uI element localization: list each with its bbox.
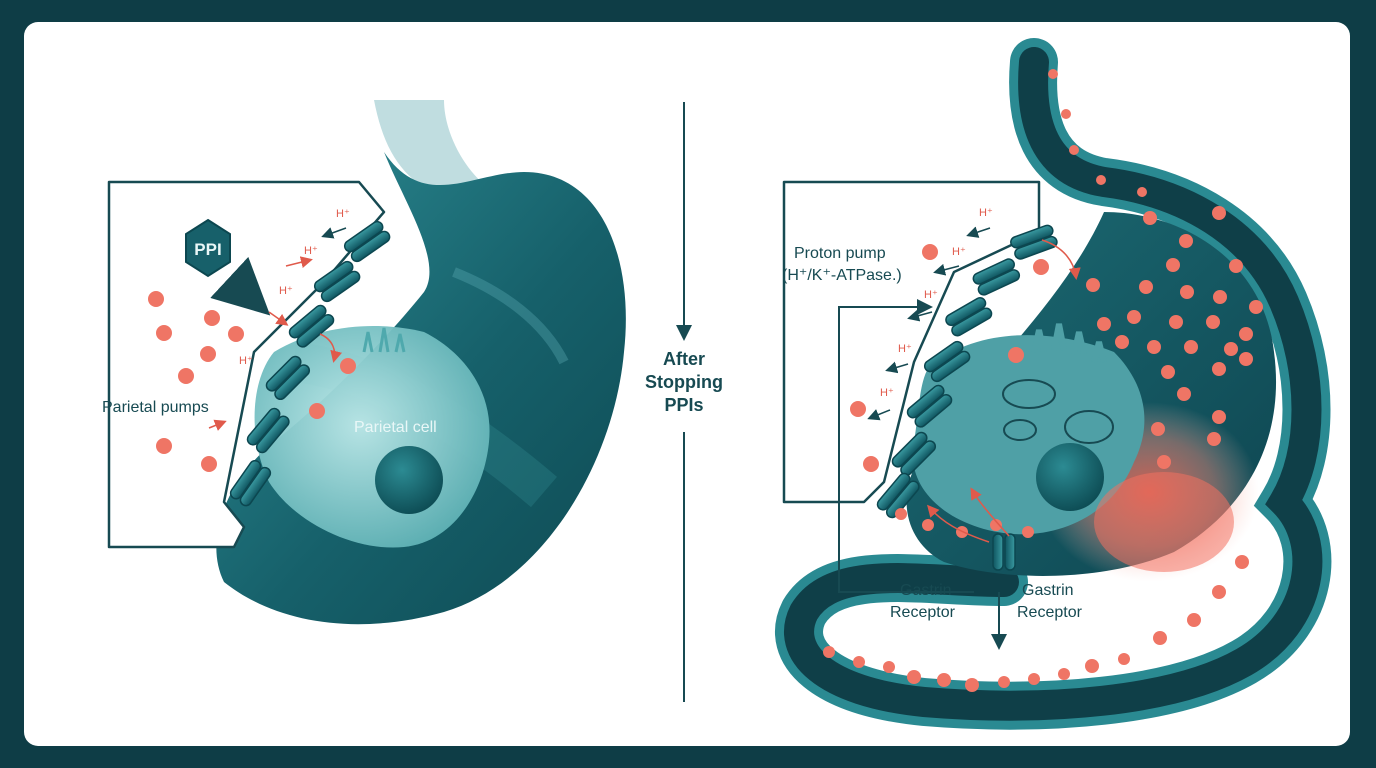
center-title-line1: After: [663, 349, 705, 369]
ion-label: H⁺: [952, 246, 966, 258]
parietal-cell: [254, 326, 490, 548]
right-ion-labels: H⁺ H⁺ H⁺ H⁺ H⁺: [867, 207, 1081, 543]
left-callout-box: [107, 180, 386, 549]
center-title-line2: Stopping: [645, 372, 723, 392]
nucleus: [375, 446, 443, 514]
diagram-frame: PPI H⁺ H⁺ H⁺ H⁺ Parietal pumps Parietal …: [24, 22, 1350, 746]
proton-pump-label-line2: (H⁺/K⁺-ATPase.): [782, 267, 902, 284]
ion-label: H⁺: [979, 207, 993, 219]
ion-label: H⁺: [239, 355, 253, 367]
parietal-cell-label: Parietal cell: [354, 419, 437, 436]
gastrin-receptor-left-line2: Receptor: [890, 604, 956, 621]
gastrin-receptor-right-line2: Receptor: [1017, 604, 1083, 621]
right-ions: [823, 69, 1263, 692]
right-pumps: [876, 224, 1058, 571]
ion-label: H⁺: [898, 343, 912, 355]
acid-cloud: [1094, 472, 1234, 572]
right-callout-box: [782, 180, 1041, 504]
center-title-line3: PPIs: [664, 395, 703, 415]
gastrin-receptor-right-line1: Gastrin: [1022, 582, 1074, 599]
diagram-canvas: PPI H⁺ H⁺ H⁺ H⁺ Parietal pumps Parietal …: [102, 38, 1332, 730]
ion-label: H⁺: [880, 387, 894, 399]
right-parietal-cell: [912, 323, 1145, 535]
left-ions: H⁺ H⁺ H⁺ H⁺: [148, 208, 356, 472]
parietal-pumps-label: Parietal pumps: [102, 399, 209, 416]
gastrin-receptor-left-line1: Gastrin: [900, 582, 952, 599]
ppi-label: PPI: [194, 240, 221, 259]
ion-label: H⁺: [336, 208, 350, 220]
proton-pump-label-line1: Proton pump: [794, 245, 886, 262]
ion-label: H⁺: [924, 289, 938, 301]
left-pumps: [229, 220, 391, 507]
right-connectors: [838, 299, 1007, 650]
ppi-arrow: [210, 256, 271, 316]
ion-label: H⁺: [304, 245, 318, 257]
ion-label: H⁺: [279, 285, 293, 297]
